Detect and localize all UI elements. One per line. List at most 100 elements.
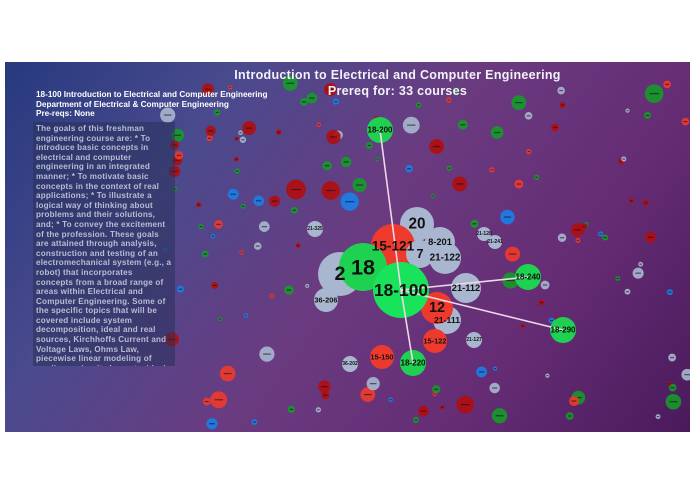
course-node-label-mark	[460, 124, 466, 126]
course-node-label-mark	[212, 284, 217, 286]
course-prereqs: Pre-reqs: None	[36, 109, 95, 118]
course-node-label-mark	[644, 202, 648, 204]
prereq-edge	[400, 276, 529, 291]
course-node-label-mark	[204, 88, 211, 90]
course-node-label-mark	[665, 83, 670, 86]
course-node-label-mark	[235, 170, 239, 172]
course-node-label-mark	[203, 253, 207, 255]
course-node-label-mark	[296, 244, 300, 247]
course-node-label-mark	[218, 318, 222, 320]
course-node-label-mark	[255, 200, 262, 202]
course-node-label-mark	[490, 169, 494, 171]
course-node-label-mark	[209, 423, 215, 425]
course-node-label-mark	[670, 387, 675, 389]
course-node-21-128[interactable]	[477, 227, 491, 241]
course-node-21-122[interactable]	[429, 242, 461, 274]
course-node-label-mark	[306, 285, 309, 287]
course-node-label-mark	[668, 383, 671, 385]
course-node-label-mark	[407, 124, 416, 126]
course-node-label-mark	[535, 176, 538, 178]
course-node-label-mark	[178, 288, 183, 290]
course-node-18[interactable]	[339, 243, 387, 291]
course-node-label-mark	[574, 396, 582, 399]
course-node-15-122[interactable]	[423, 329, 447, 353]
course-node-label: 18-220	[400, 359, 426, 368]
course-node-label-mark	[241, 205, 245, 207]
course-node-label: 21-112	[452, 283, 480, 293]
course-node-label-mark	[420, 410, 426, 412]
course-node-label-mark	[521, 325, 524, 327]
course-node-label-mark	[630, 200, 633, 202]
course-node-label: 8-201	[428, 237, 452, 247]
course-node-label-mark	[230, 193, 236, 195]
course-node-label-mark	[603, 236, 607, 239]
course-node-label-mark	[559, 237, 565, 239]
course-node-label: 21-325	[307, 226, 323, 232]
course-node-label-mark	[241, 139, 245, 141]
course-node-label-mark	[407, 168, 411, 170]
course-node-label-mark	[448, 167, 451, 169]
course-node-label-mark	[252, 421, 256, 423]
course-node-12[interactable]	[421, 292, 453, 324]
course-node-label-mark	[211, 235, 215, 237]
course-node-label-mark	[345, 201, 355, 203]
course-node-15-150[interactable]	[370, 345, 394, 369]
course-node-label: 18-240	[515, 273, 541, 282]
course-node-label-mark	[434, 388, 439, 390]
course-node-label: 21-122	[430, 253, 461, 264]
course-node-label-mark	[478, 371, 485, 373]
prereq-edge	[400, 289, 414, 364]
course-node-label-mark	[263, 353, 271, 355]
course-node-label-mark	[356, 184, 364, 186]
course-node-label-mark	[291, 188, 302, 191]
course-node-label-mark	[414, 419, 418, 421]
course-node-label: 21-128	[476, 231, 492, 237]
course-graph[interactable]: 36-206208-20121-12221-12821-24121-11121-…	[5, 62, 690, 432]
course-node-label-mark	[616, 277, 619, 280]
course-info-header: 18-100 Introduction to Electrical and Co…	[36, 90, 268, 119]
prereq-edge	[379, 129, 402, 291]
course-node-label-mark	[626, 291, 629, 293]
course-node-label-mark	[270, 295, 274, 297]
course-node-7[interactable]	[406, 240, 434, 268]
course-node-label-mark	[223, 372, 232, 375]
course-node-label-mark	[567, 415, 572, 417]
graph-subtitle: Prereq for: 33 courses	[327, 84, 468, 98]
course-node-21-325[interactable]	[307, 221, 323, 237]
course-node-label-mark	[472, 223, 477, 225]
course-node-label-mark	[271, 200, 278, 202]
course-node-label-mark	[647, 236, 654, 238]
course-node-label-mark	[582, 225, 586, 228]
course-node-label-mark	[576, 239, 580, 241]
course-node-21-112[interactable]	[451, 273, 481, 303]
course-node-label-mark	[317, 409, 320, 411]
course-node-label-mark	[235, 138, 238, 140]
course-node-label-mark	[574, 229, 582, 231]
course-node-label-mark	[334, 100, 338, 103]
course-node-label-mark	[327, 88, 334, 91]
course-node-label-mark	[560, 104, 564, 106]
course-node-label-mark	[176, 154, 182, 156]
course-node-21-127[interactable]	[466, 332, 482, 348]
course-node-label-mark	[286, 82, 295, 84]
course-node-label-mark	[261, 226, 267, 228]
course-node-label-mark	[317, 124, 320, 126]
course-node-label-mark	[324, 165, 330, 167]
course-node-label-mark	[214, 399, 223, 401]
course-node-label-mark	[559, 89, 564, 92]
course-node-label: 12	[429, 300, 445, 316]
course-node-label-mark	[245, 127, 253, 129]
course-node-label-mark	[367, 144, 371, 147]
course-node-label-mark	[669, 401, 678, 403]
course-node-label-mark	[441, 406, 444, 408]
course-node-label-mark	[244, 314, 248, 317]
course-node-label-mark	[204, 400, 209, 403]
course-node-label-mark	[527, 150, 531, 153]
course-node-label-mark	[539, 301, 543, 304]
course-node-label-mark	[431, 195, 434, 197]
course-nodes[interactable]	[307, 117, 576, 376]
course-node-label-mark	[240, 251, 243, 254]
course-node-36-202[interactable]	[342, 356, 358, 372]
course-node-21-241[interactable]	[488, 235, 502, 249]
